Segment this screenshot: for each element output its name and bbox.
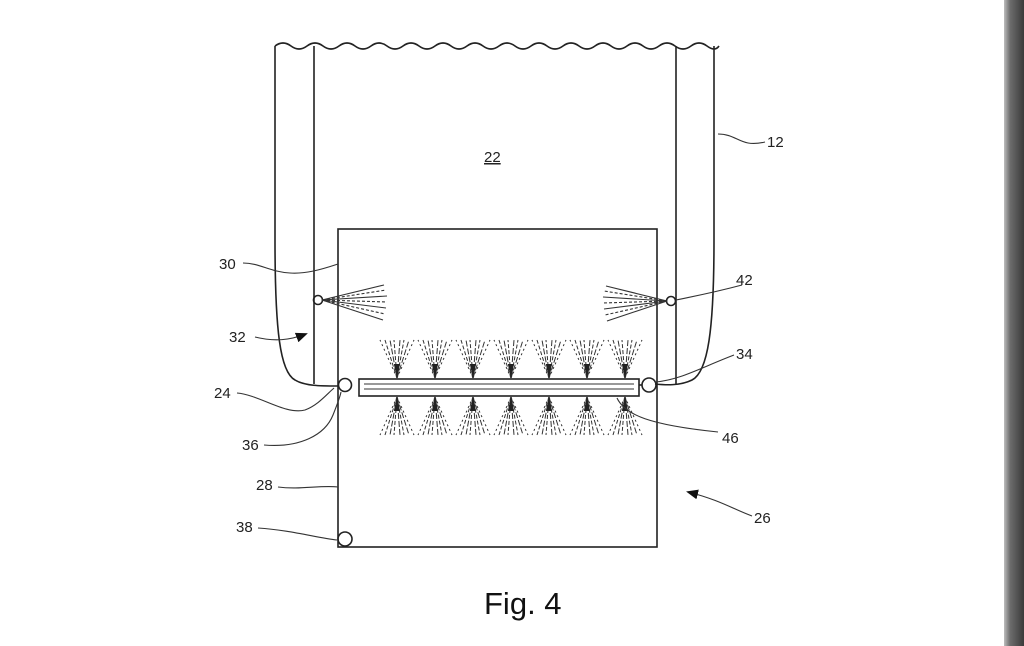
tank-box: [337, 228, 658, 548]
upper-nozzle-right: [665, 295, 677, 307]
upper-spray-fan-2: [417, 339, 453, 379]
upper-spray-fan-6: [569, 339, 605, 379]
label-46: 46: [722, 430, 739, 447]
leader-34: [654, 354, 735, 383]
spray-bar-outer: [358, 378, 640, 397]
upper-spray-fan-7: [607, 339, 643, 379]
break-line: [274, 42, 720, 50]
upper-nozzle-left: [312, 294, 324, 306]
housing-left-wall: [274, 46, 339, 387]
label-28: 28: [256, 477, 273, 494]
leader-36: [263, 391, 342, 446]
label-26: 26: [754, 510, 771, 527]
lower-spray-fan-3: [455, 396, 491, 436]
figure-caption: Fig. 4: [484, 586, 562, 621]
lower-spray-fan-5: [531, 396, 567, 436]
label-30: 30: [219, 256, 236, 273]
label-12: 12: [767, 134, 784, 151]
housing-right-wall: [654, 46, 715, 386]
label-38: 38: [236, 519, 253, 536]
spray-fan-left: [321, 284, 388, 321]
lower-spray-fan-4: [493, 396, 529, 436]
spray-fan-right: [602, 285, 668, 322]
label-42: 42: [736, 272, 753, 289]
leader-32: [254, 332, 308, 343]
leader-30: [242, 262, 339, 274]
leader-42: [675, 284, 743, 301]
upper-spray-fan-1: [379, 339, 415, 379]
label-36: 36: [242, 437, 259, 454]
label-24: 24: [214, 385, 231, 402]
leader-38: [257, 527, 338, 541]
lower-spray-fan-6: [569, 396, 605, 436]
leader-12: [717, 133, 766, 144]
upper-spray-fan-4: [493, 339, 529, 379]
leader-28: [277, 485, 339, 489]
port-right: [641, 377, 657, 393]
lower-spray-fan-2: [417, 396, 453, 436]
spray-bar-fans: [379, 339, 643, 436]
port-left: [337, 377, 353, 393]
drain-outlet: [337, 531, 353, 547]
upper-spray-fan-3: [455, 339, 491, 379]
leader-26: [686, 489, 753, 517]
page-edge-shadow: [1004, 0, 1024, 646]
upper-spray-fan-5: [531, 339, 567, 379]
label-22: 22: [484, 149, 501, 166]
label-32: 32: [229, 329, 246, 346]
leader-46: [616, 397, 719, 433]
lower-spray-fan-1: [379, 396, 415, 436]
leader-24: [236, 387, 335, 412]
lower-spray-fan-7: [607, 396, 643, 436]
label-34: 34: [736, 346, 753, 363]
